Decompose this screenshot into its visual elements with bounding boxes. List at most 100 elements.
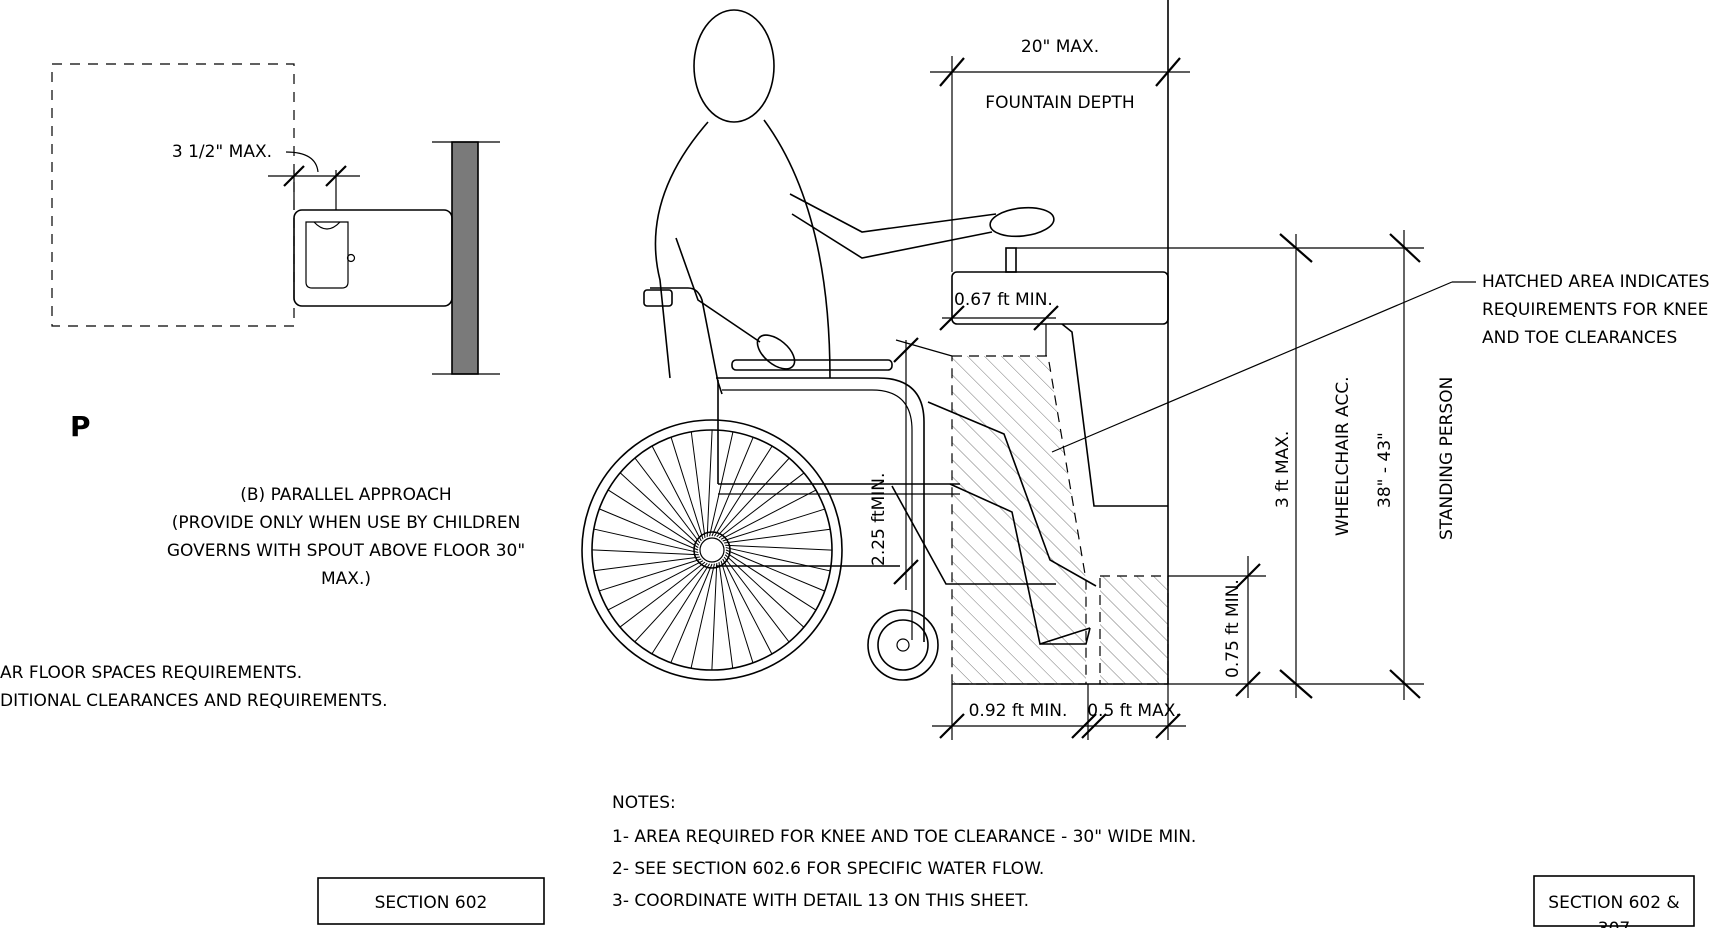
person-hand-extended <box>989 206 1055 238</box>
person-thigh <box>731 359 893 371</box>
section-label-right: SECTION 602 & <box>1548 893 1679 913</box>
wheel-spoke <box>722 508 825 542</box>
person-leg-lower <box>949 483 1091 646</box>
caption-line: (PROVIDE ONLY WHEN USE BY CHILDREN <box>172 513 521 533</box>
plan-basin <box>305 221 349 289</box>
wheel-spoke <box>720 489 817 540</box>
push-handle <box>650 287 723 395</box>
wheel-spoke <box>607 489 699 548</box>
rear-wheel-inner <box>591 429 833 671</box>
fountain-support <box>1061 323 1168 507</box>
person-head <box>693 9 775 123</box>
rear-wheel-outer <box>581 419 843 681</box>
armrest <box>716 377 925 642</box>
plan-wall <box>451 141 479 375</box>
fountain-depth-label: FOUNTAIN DEPTH <box>985 93 1134 113</box>
wheel-spoke <box>619 472 700 546</box>
spout-height-max: 3 ft MAX. <box>1273 431 1293 508</box>
knee-height-min: 2.25 ftMIN. <box>869 473 889 566</box>
wheel-spoke <box>718 472 805 539</box>
seated-person <box>654 9 1097 646</box>
hatch-note-line: REQUIREMENTS FOR KNEE <box>1482 300 1708 320</box>
person-torso <box>654 121 709 379</box>
caption-line: GOVERNS WITH SPOUT ABOVE FLOOR 30" <box>167 541 525 561</box>
wheel-spoke <box>724 528 831 544</box>
toe-clearance-hatch <box>1099 575 1169 685</box>
clear-floor-space-outline <box>51 63 295 327</box>
wheel-spoke <box>599 558 702 592</box>
hatch-note-line: HATCHED AREA INDICATES <box>1482 272 1710 292</box>
wheel-spoke <box>724 554 805 628</box>
fountain-depth-max: 20" MAX. <box>1021 37 1099 57</box>
wheel-hub-inner <box>699 537 725 563</box>
wheel-spoke <box>592 549 699 556</box>
wheel-spoke <box>593 556 700 572</box>
armrest-inner <box>722 389 913 640</box>
caption-line: (B) PARALLEL APPROACH <box>240 485 451 505</box>
wheel-hub-outer <box>693 531 731 569</box>
handle-grip <box>643 289 673 307</box>
wheelchair <box>581 287 1056 681</box>
footrest-frame <box>891 485 1056 585</box>
caster-hub <box>896 638 910 652</box>
notes-block: NOTES: 1- AREA REQUIRED FOR KNEE AND TOE… <box>612 793 1196 911</box>
plan-drain <box>346 253 356 263</box>
person-forearm-lower <box>791 213 993 259</box>
wheel-spoke <box>722 558 773 655</box>
left-note-line: DITIONAL CLEARANCES AND REQUIREMENTS. <box>0 691 388 711</box>
wheel-spoke <box>619 561 706 628</box>
wheel-spoke <box>690 563 715 669</box>
dim-fountain-depth <box>930 56 1190 272</box>
elevation-view: HATCHED AREA INDICATES REQUIREMENTS FOR … <box>581 0 1710 740</box>
wheel-spoke <box>718 562 734 669</box>
person-forearm-upper <box>789 193 997 233</box>
parallel-area-letter: P <box>70 410 91 443</box>
note-item: 1- AREA REQUIRED FOR KNEE AND TOE CLEARA… <box>612 827 1196 847</box>
hatch-note-line: AND TOE CLEARANCES <box>1482 328 1677 348</box>
dim-knee-height <box>893 337 953 590</box>
wheel-spoke <box>690 431 706 538</box>
dim-bottom <box>932 684 1186 740</box>
wheel-spoke <box>651 563 710 655</box>
wheel-spoke <box>593 528 699 553</box>
section-label-left: SECTION 602 <box>375 893 488 913</box>
standing-label: STANDING PERSON <box>1437 377 1457 540</box>
wheel-spoke <box>723 556 790 643</box>
wheel-spoke <box>651 445 702 542</box>
wheel-spoke <box>720 560 754 663</box>
caster-wheel-outer <box>867 609 939 681</box>
wheel-spoke <box>711 563 718 670</box>
wheel-spoke <box>634 562 708 643</box>
person-hand-resting <box>756 334 796 370</box>
wheel-spoke <box>711 437 754 537</box>
plan-view: P 3 1/2" MAX. (B) PARALLEL APPROACH (PRO… <box>51 63 525 589</box>
person-leg-upper <box>927 401 1097 587</box>
note-item: 3- COORDINATE WITH DETAIL 13 ON THIS SHE… <box>612 891 1029 911</box>
plan-dim-label: 3 1/2" MAX. <box>172 142 272 162</box>
person-foot <box>1040 627 1091 645</box>
person-back <box>763 119 831 379</box>
hatch-note-leader <box>1051 281 1453 453</box>
wheel-spoke <box>725 547 831 572</box>
wheel-spoke <box>725 552 817 611</box>
caption-line: MAX.) <box>321 569 371 589</box>
wheel-spoke <box>670 437 704 540</box>
wheel-spoke <box>716 457 790 538</box>
plan-dimension-3-1-2 <box>268 151 360 210</box>
section-label-right-box <box>1533 875 1695 927</box>
section-label-right-cut: 307 <box>1598 919 1630 928</box>
toe-depth-max: 0.5 ft MAX. <box>1087 701 1181 721</box>
note-item: 2- SEE SECTION 602.6 FOR SPECIFIC WATER … <box>612 859 1044 879</box>
dim-spout-height <box>1016 233 1330 699</box>
dim-knee-depth <box>939 305 1059 356</box>
dim-toe-height <box>1168 556 1266 698</box>
knee-depth-min: 0.67 ft MIN. <box>954 290 1053 310</box>
wheel-spoke <box>706 430 713 537</box>
caster-wheel-inner <box>877 619 929 671</box>
knee-clearance-hatch <box>951 355 1087 685</box>
wheel-spoke <box>599 508 699 551</box>
standing-range: 38" - 43" <box>1375 432 1395 508</box>
plan-caption: (B) PARALLEL APPROACH (PROVIDE ONLY WHEN… <box>167 485 525 589</box>
